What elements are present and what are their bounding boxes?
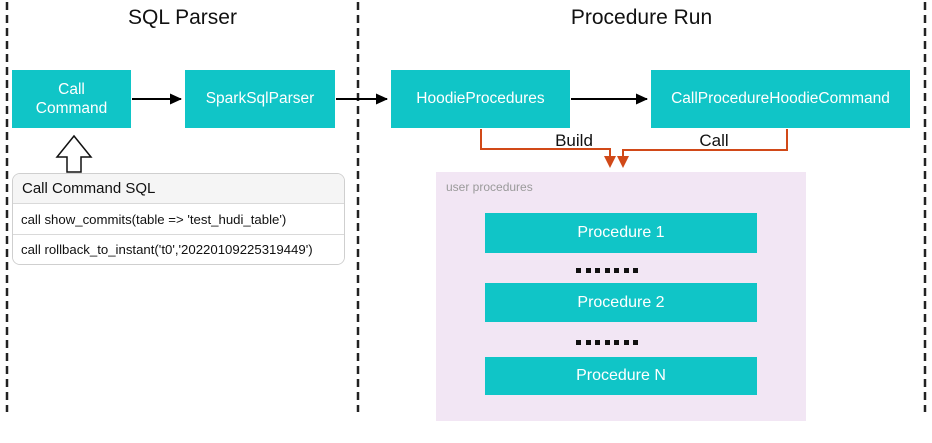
call-command-sql-panel: Call Command SQL call show_commits(table…	[12, 173, 345, 265]
sql-example-row: call show_commits(table => 'test_hudi_ta…	[13, 204, 344, 234]
sql-example-row: call rollback_to_instant('t0','202201092…	[13, 234, 344, 264]
ellipsis-dots	[576, 267, 638, 274]
node-callprocedurehoodiecommand: CallProcedureHoodieCommand	[651, 70, 910, 128]
node-call-command: Call Command	[12, 70, 131, 128]
sql-panel-header: Call Command SQL	[13, 174, 344, 205]
node-hoodieprocedures: HoodieProcedures	[391, 70, 570, 128]
user-procedures-panel: user procedures Procedure 1 Procedure 2 …	[436, 172, 806, 421]
ellipsis-dots	[576, 339, 638, 346]
node-procedure-2: Procedure 2	[485, 283, 757, 322]
node-sparksqlparser: SparkSqlParser	[185, 70, 335, 128]
user-procedures-label: user procedures	[446, 180, 533, 194]
edge-label-build: Build	[555, 131, 593, 150]
section-title-sql-parser: SQL Parser	[128, 6, 237, 29]
section-title-procedure-run: Procedure Run	[570, 6, 713, 29]
up-block-arrow-icon	[55, 134, 93, 173]
edge-label-call: Call	[699, 131, 729, 150]
node-procedure-1: Procedure 1	[485, 213, 757, 253]
node-procedure-n: Procedure N	[485, 357, 757, 395]
